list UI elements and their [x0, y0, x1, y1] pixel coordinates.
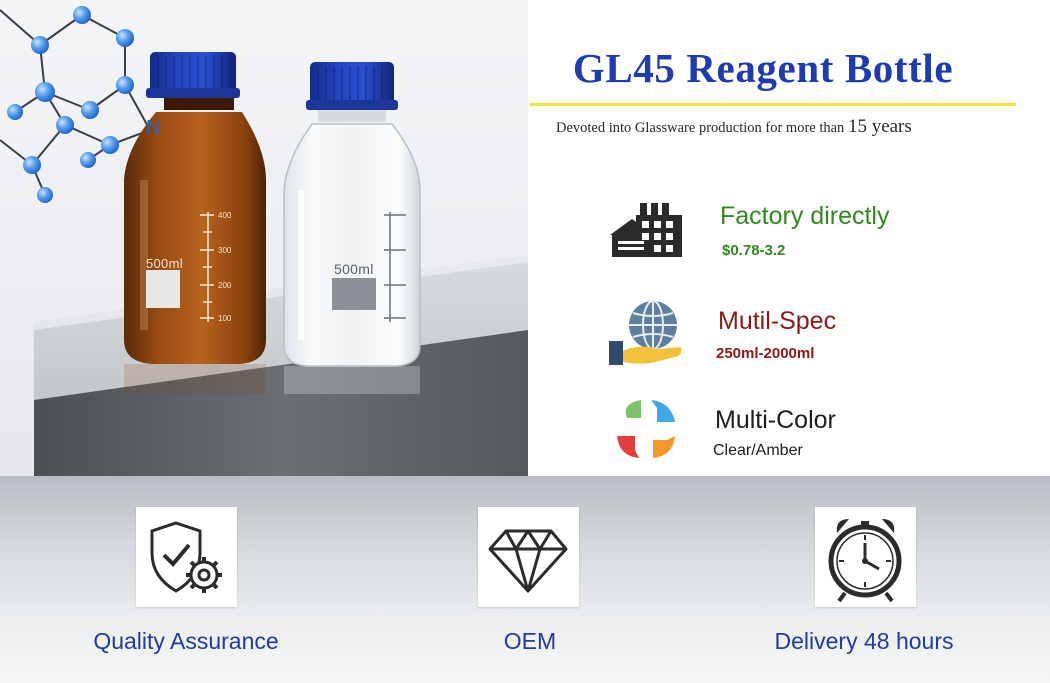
svg-text:100: 100: [218, 314, 232, 323]
feature-spec-title: Mutil-Spec: [718, 307, 837, 335]
molecule-label: N: [146, 117, 161, 139]
clear-bottle: [283, 62, 421, 367]
feature-factory-title: Factory directly: [720, 202, 890, 230]
oem-label: OEM: [503, 628, 557, 654]
delivery-badge: [815, 507, 916, 607]
subtitle-text: Devoted into Glassware production for mo…: [556, 120, 845, 136]
diamond-icon: [488, 529, 568, 593]
delivery-label: Delivery 48 hours: [774, 628, 954, 654]
clear-bottle-label: 500ml: [334, 261, 374, 277]
oem-badge: [478, 507, 579, 607]
page-title: GL45 Reagent Bottle: [572, 45, 954, 91]
color-cross-icon: [617, 400, 675, 458]
quality-badge: [136, 507, 237, 607]
product-illustration: 400 300 200 100: [0, 6, 528, 476]
feature-color-options: Clear/Amber: [713, 442, 803, 459]
shield-check-gear-icon: [150, 521, 222, 593]
feature-color-title: Multi-Color: [715, 406, 836, 434]
quality-assurance-label: Quality Assurance: [93, 628, 279, 654]
feature-factory-price: $0.78-3.2: [722, 242, 786, 259]
svg-text:300: 300: [218, 246, 232, 255]
alarm-clock-icon: [828, 519, 902, 603]
page-subtitle: Devoted into Glassware production for mo…: [556, 116, 996, 138]
feature-spec-range: 250ml-2000ml: [716, 345, 815, 362]
subtitle-years: 15 years: [847, 116, 912, 137]
title-underline: [530, 103, 1016, 106]
product-photo: 400 300 200 100: [0, 0, 528, 476]
amber-bottle-label: 500ml: [146, 256, 183, 271]
svg-text:200: 200: [218, 281, 232, 290]
amber-bottle: 400 300 200 100: [124, 52, 266, 364]
svg-text:400: 400: [218, 211, 232, 220]
factory-icon: [610, 203, 682, 257]
globe-hand-icon: [609, 300, 682, 365]
